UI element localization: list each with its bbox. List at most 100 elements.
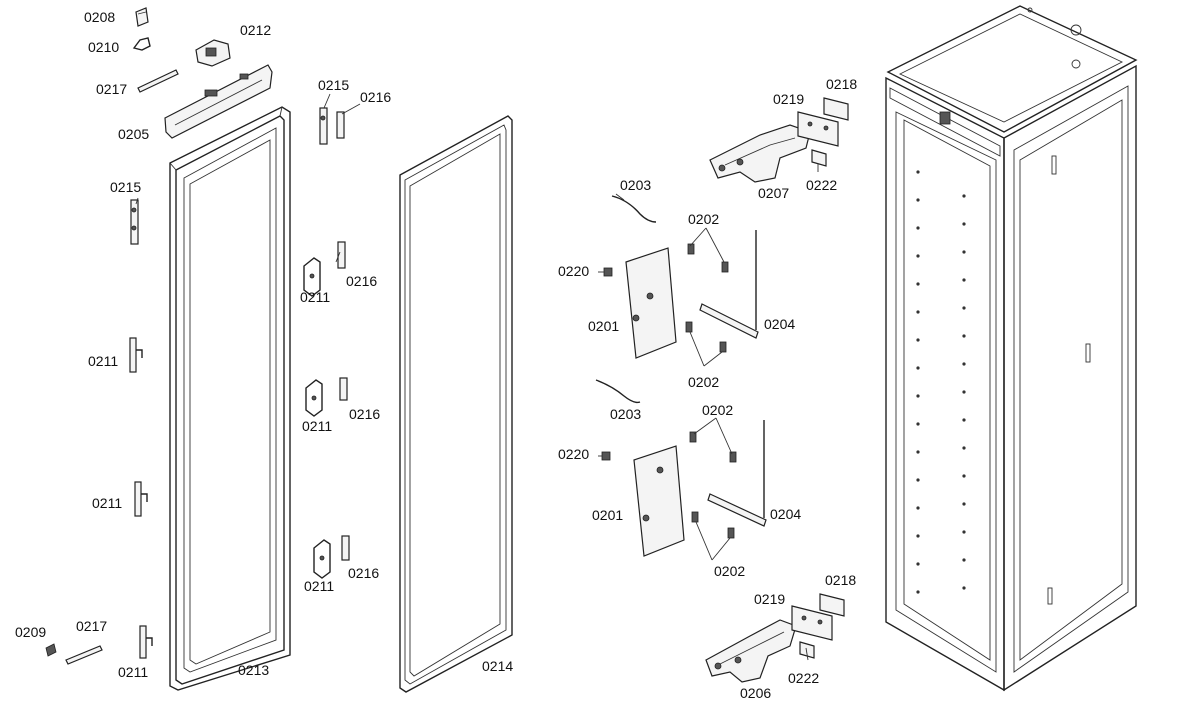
bracket-0211-mid-3: [313, 539, 331, 579]
label-0217-bottom: 0217: [76, 618, 107, 634]
label-0216-c: 0216: [349, 406, 380, 422]
bracket-0211-mid-2: [305, 379, 323, 417]
label-0202-a: 0202: [688, 211, 719, 227]
shim-0222-upper: [811, 149, 827, 167]
shelf-hole: [962, 222, 966, 226]
label-0222-lower: 0222: [788, 670, 819, 686]
shelf-hole: [962, 334, 966, 338]
hinge-0206: [705, 619, 797, 683]
shelf-hole: [962, 474, 966, 478]
hinge-0207: [709, 124, 811, 183]
label-0211-left-2: 0211: [92, 495, 122, 511]
part-0209: [45, 643, 57, 657]
shelf-hole: [962, 586, 966, 590]
label-0202-d: 0202: [714, 563, 745, 579]
label-0208: 0208: [84, 9, 115, 25]
label-0219-lower: 0219: [754, 591, 785, 607]
bracket-0216-mid-2: [337, 241, 346, 269]
label-0204-upper: 0204: [764, 316, 795, 332]
shelf-hole: [962, 418, 966, 422]
shelf-hole: [916, 366, 920, 370]
label-0210: 0210: [88, 39, 119, 55]
cable-0203-lower: [595, 379, 641, 404]
shelf-hole: [916, 506, 920, 510]
cabinet-body: [885, 5, 1138, 692]
bracket-0211-mid-1: [303, 257, 321, 297]
clips-0202-upper: [685, 243, 729, 353]
clip-0220-upper: [603, 267, 613, 277]
label-0201-lower: 0201: [592, 507, 623, 523]
part-0217-bottom: [65, 645, 103, 665]
part-0217-top: [137, 69, 179, 93]
label-0215-mid: 0215: [318, 77, 349, 93]
part-0205: [164, 64, 273, 139]
part-0208: [135, 7, 149, 27]
label-0220-upper: 0220: [558, 263, 589, 279]
label-0207: 0207: [758, 185, 789, 201]
shelf-hole: [916, 534, 920, 538]
shelf-hole: [916, 282, 920, 286]
shelf-hole: [916, 590, 920, 594]
label-0202-b: 0202: [688, 374, 719, 390]
shelf-hole: [962, 278, 966, 282]
rail-0204-lower: [707, 420, 767, 527]
label-0212: 0212: [240, 22, 271, 38]
cabinet-shelf-holes: [916, 170, 966, 594]
label-0220-lower: 0220: [558, 446, 589, 462]
shelf-hole: [916, 338, 920, 342]
shelf-hole: [962, 530, 966, 534]
clip-0220-lower: [601, 451, 611, 461]
label-0211-mid-3: 0211: [304, 578, 334, 594]
label-0222-upper: 0222: [806, 177, 837, 193]
cable-0203-upper: [611, 195, 657, 223]
part-0210: [132, 37, 151, 51]
label-0203-lower: 0203: [610, 406, 641, 422]
shelf-hole: [916, 254, 920, 258]
shim-0222-lower: [799, 641, 815, 659]
plate-0219-lower: [791, 605, 833, 641]
board-0201-upper: [625, 247, 677, 359]
board-0201-lower: [633, 445, 685, 557]
rail-0204-upper: [699, 230, 759, 339]
label-0219-upper: 0219: [773, 91, 804, 107]
label-0211-mid-1: 0211: [300, 289, 330, 305]
label-0216-a: 0216: [360, 89, 391, 105]
label-0213: 0213: [238, 662, 269, 678]
label-0202-c: 0202: [702, 402, 733, 418]
label-0211-mid-2: 0211: [302, 418, 332, 434]
label-0214: 0214: [482, 658, 513, 674]
shelf-hole: [962, 502, 966, 506]
bracket-0211-left-1: [129, 337, 143, 373]
bracket-0216-mid-1: [336, 111, 345, 139]
shelf-hole: [962, 362, 966, 366]
bracket-0216-mid-4: [341, 535, 350, 561]
label-0205: 0205: [118, 126, 149, 142]
shelf-hole: [916, 562, 920, 566]
label-0215-left: 0215: [110, 179, 141, 195]
label-0216-d: 0216: [348, 565, 379, 581]
shelf-hole: [916, 170, 920, 174]
label-0204-lower: 0204: [770, 506, 801, 522]
label-0203-upper: 0203: [620, 177, 651, 193]
shelf-hole: [916, 310, 920, 314]
shelf-hole: [962, 446, 966, 450]
shelf-hole: [962, 194, 966, 198]
bracket-0215-left: [130, 199, 139, 245]
shelf-hole: [916, 478, 920, 482]
label-0218-upper: 0218: [826, 76, 857, 92]
shelf-hole: [962, 306, 966, 310]
bracket-0218-lower: [819, 593, 845, 617]
label-0217-top: 0217: [96, 81, 127, 97]
shelf-hole: [916, 450, 920, 454]
bracket-0211-left-3: [139, 625, 153, 659]
shelf-hole: [962, 558, 966, 562]
label-0201-upper: 0201: [588, 318, 619, 334]
bracket-0211-left-2: [134, 481, 148, 517]
shelf-hole: [962, 250, 966, 254]
clips-0202-lower: [689, 431, 737, 539]
bracket-0218-upper: [823, 97, 849, 121]
leader-lines: [135, 93, 819, 661]
label-0206: 0206: [740, 685, 771, 701]
